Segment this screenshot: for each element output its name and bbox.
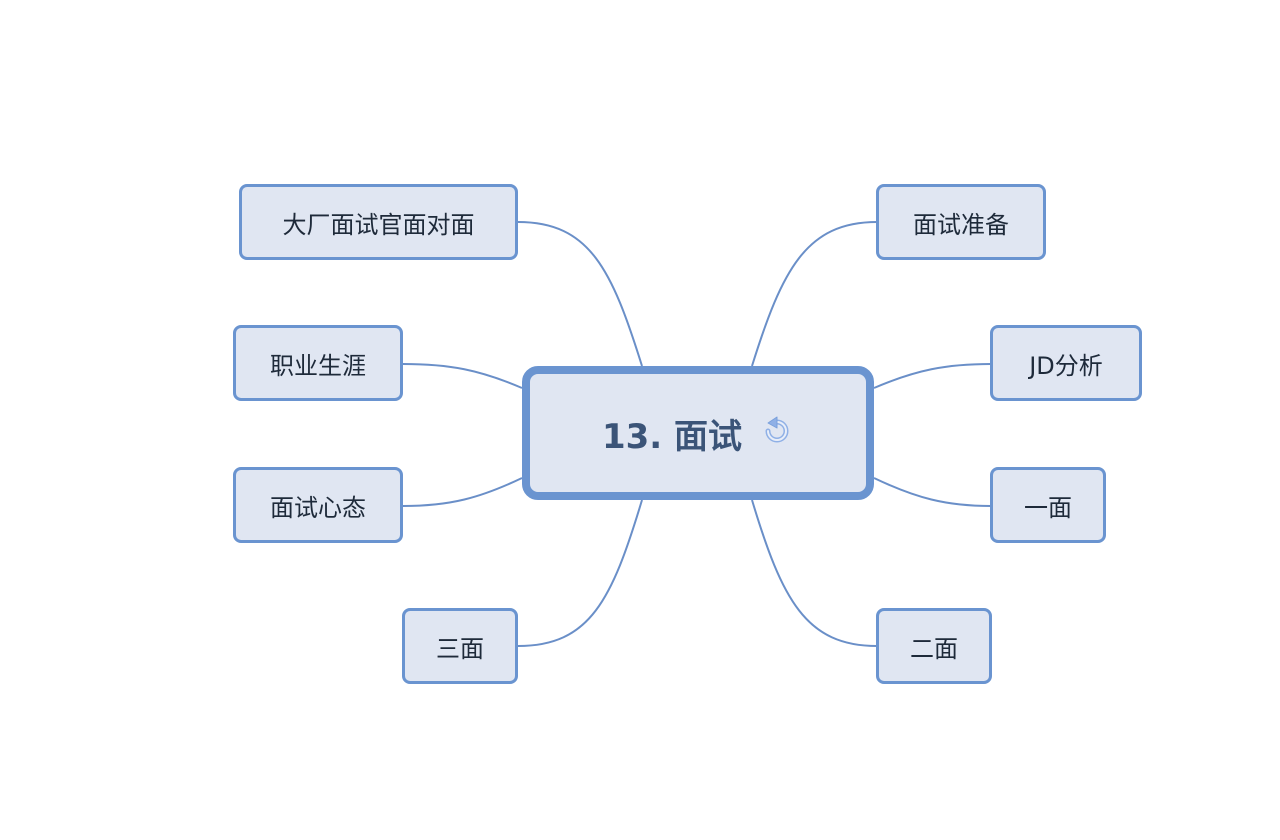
link-jd-analysis bbox=[873, 363, 992, 389]
node-label: 大厂面试官面对面 bbox=[282, 210, 475, 239]
node-big-company-interviewer[interactable]: 大厂面试官面对面 bbox=[239, 184, 518, 260]
link-career bbox=[402, 363, 523, 389]
node-career[interactable]: 职业生涯 bbox=[233, 325, 403, 401]
node-interview-mindset[interactable]: 面试心态 bbox=[233, 467, 403, 543]
central-topic[interactable]: 13. 面试 bbox=[522, 366, 874, 500]
link-third-round bbox=[517, 499, 643, 647]
link-second-round bbox=[751, 499, 878, 647]
link-interview-prep bbox=[751, 221, 878, 367]
node-label: 面试心态 bbox=[270, 493, 366, 522]
node-label: 二面 bbox=[910, 634, 958, 663]
node-interview-prep[interactable]: 面试准备 bbox=[876, 184, 1046, 260]
refresh-icon[interactable] bbox=[758, 415, 794, 451]
node-label: 面试准备 bbox=[913, 210, 1009, 239]
central-topic-label: 13. 面试 bbox=[601, 416, 743, 457]
link-interview-mindset bbox=[402, 477, 523, 507]
node-second-round[interactable]: 二面 bbox=[876, 608, 992, 684]
link-big-company-interviewer bbox=[517, 221, 643, 367]
node-jd-analysis[interactable]: JD分析 bbox=[990, 325, 1142, 401]
node-label: 职业生涯 bbox=[270, 351, 366, 380]
node-third-round[interactable]: 三面 bbox=[402, 608, 518, 684]
node-label: 三面 bbox=[436, 634, 484, 663]
link-first-round bbox=[873, 477, 992, 507]
node-label: JD分析 bbox=[1029, 351, 1103, 380]
node-label: 一面 bbox=[1024, 493, 1072, 522]
node-first-round[interactable]: 一面 bbox=[990, 467, 1106, 543]
